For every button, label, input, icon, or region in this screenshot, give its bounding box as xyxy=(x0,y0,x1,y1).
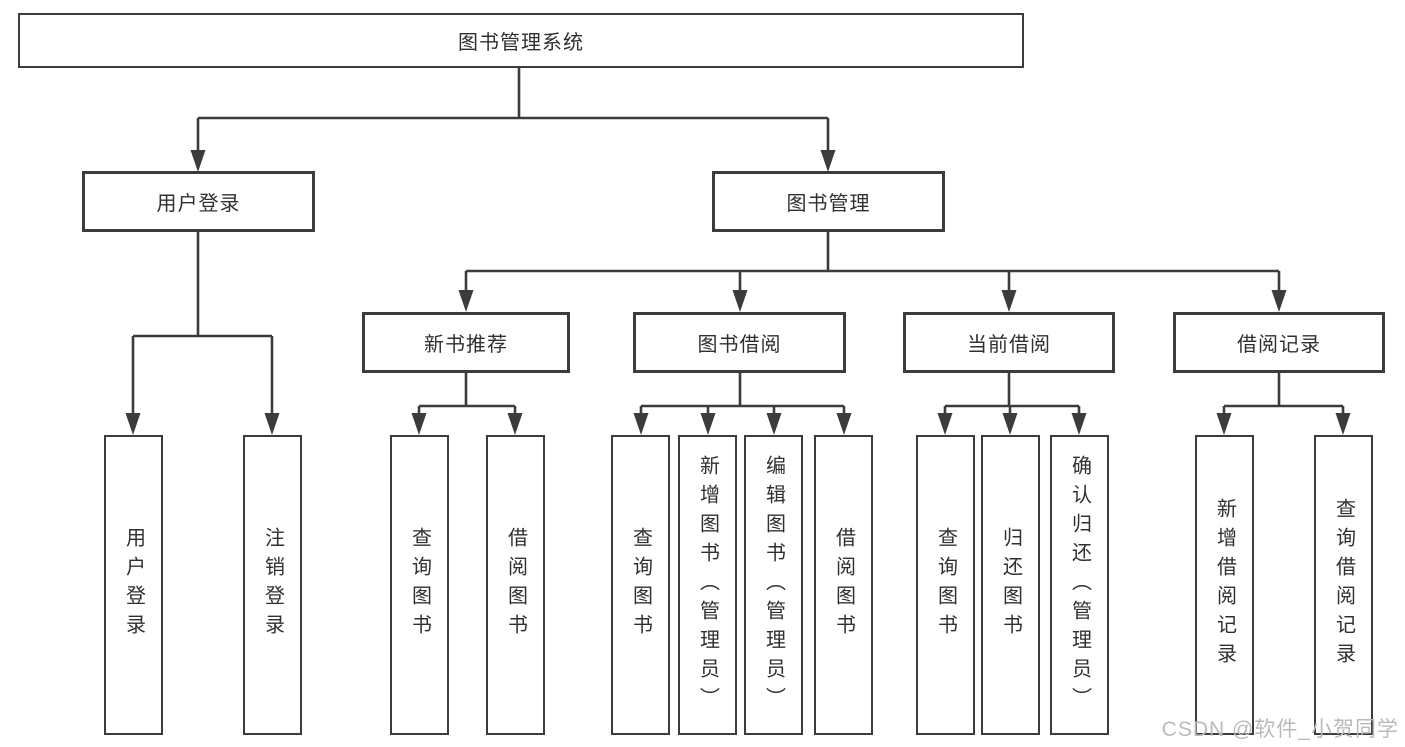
node-current-borrowing: 当前借阅 xyxy=(903,312,1115,373)
node-book-management-branch: 图书管理 xyxy=(712,171,945,232)
arrowhead xyxy=(458,290,474,312)
connector-borrow-records-to-leaves xyxy=(1222,373,1345,414)
node-user-login: 用户登录 xyxy=(104,435,163,735)
node-borrow-books-borrowing: 借阅图书 xyxy=(814,435,873,735)
node-library-management-system: 图书管理系统 xyxy=(18,13,1024,68)
arrowhead xyxy=(732,290,748,312)
node-query-books-recommend: 查询图书 xyxy=(390,435,449,735)
arrowhead xyxy=(1002,413,1018,435)
node-book-borrowing: 图书借阅 xyxy=(633,312,846,373)
arrowhead xyxy=(1071,413,1087,435)
node-label: 图书管理系统 xyxy=(458,32,584,54)
node-return-books: 归还图书 xyxy=(981,435,1040,735)
node-label: 查询图书 xyxy=(629,527,652,643)
arrowhead xyxy=(820,150,836,172)
arrowhead xyxy=(937,413,953,435)
arrowhead xyxy=(264,413,280,435)
node-label: 新增借阅记录 xyxy=(1213,498,1236,672)
arrowhead xyxy=(1271,290,1287,312)
node-label: 归还图书 xyxy=(999,527,1022,643)
node-query-books-borrowing: 查询图书 xyxy=(611,435,670,735)
arrowhead xyxy=(507,413,523,435)
node-new-book-recommendation: 新书推荐 xyxy=(362,312,570,373)
connector-book-management-to-level3 xyxy=(464,232,1281,291)
connector-book-borrowing-to-leaves xyxy=(639,373,846,414)
arrowhead xyxy=(836,413,852,435)
node-label: 借阅图书 xyxy=(832,527,855,643)
node-label: 查询借阅记录 xyxy=(1332,498,1355,672)
node-logout: 注销登录 xyxy=(243,435,302,735)
connector-user-login-to-leaves xyxy=(131,232,274,414)
arrowhead xyxy=(1001,290,1017,312)
node-label: 查询图书 xyxy=(408,527,431,643)
node-add-books-admin: 新增图书（管理员） xyxy=(678,435,737,735)
arrowhead xyxy=(190,150,206,172)
connector-new-book-to-leaves xyxy=(417,373,517,414)
node-label: 编辑图书（管理员） xyxy=(762,454,785,716)
arrowhead xyxy=(1216,413,1232,435)
node-label: 用户登录 xyxy=(122,527,145,643)
node-borrowing-records: 借阅记录 xyxy=(1173,312,1385,373)
arrowhead xyxy=(633,413,649,435)
node-label: 当前借阅 xyxy=(967,334,1051,356)
arrowhead xyxy=(700,413,716,435)
connector-root-to-level2 xyxy=(196,68,830,151)
node-query-books-current: 查询图书 xyxy=(916,435,975,735)
arrowhead xyxy=(1335,413,1351,435)
node-label: 用户登录 xyxy=(156,193,241,215)
node-user-login-branch: 用户登录 xyxy=(82,171,315,232)
arrowhead xyxy=(125,413,141,435)
node-label: 借阅记录 xyxy=(1237,334,1321,356)
node-borrow-books-recommend: 借阅图书 xyxy=(486,435,545,735)
node-edit-books-admin: 编辑图书（管理员） xyxy=(744,435,803,735)
arrowhead xyxy=(766,413,782,435)
connector-current-borrowing-to-leaves xyxy=(943,373,1081,414)
node-label: 图书管理 xyxy=(786,193,871,215)
node-label: 借阅图书 xyxy=(504,527,527,643)
node-label: 新书推荐 xyxy=(424,334,508,356)
node-confirm-return-admin: 确认归还（管理员） xyxy=(1050,435,1109,735)
node-label: 图书借阅 xyxy=(697,334,782,356)
node-label: 确认归还（管理员） xyxy=(1068,454,1091,716)
node-query-borrow-record: 查询借阅记录 xyxy=(1314,435,1373,735)
node-label: 注销登录 xyxy=(261,527,284,643)
node-label: 查询图书 xyxy=(934,527,957,643)
node-add-borrow-record: 新增借阅记录 xyxy=(1195,435,1254,735)
node-label: 新增图书（管理员） xyxy=(696,454,719,716)
csdn-watermark: CSDN @软件_小贺同学 xyxy=(1161,718,1399,741)
arrowhead xyxy=(411,413,427,435)
